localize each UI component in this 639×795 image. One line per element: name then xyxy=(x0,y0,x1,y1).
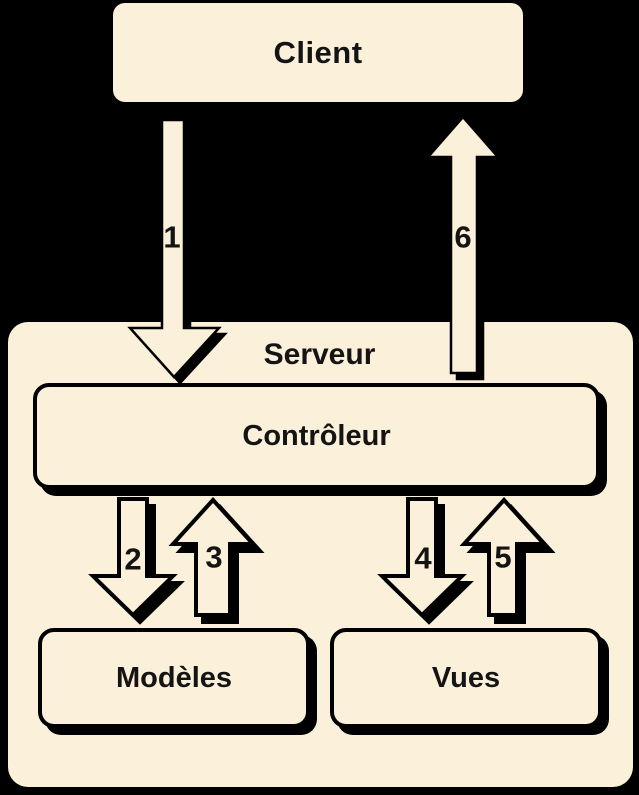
arrow-label-2: 2 xyxy=(124,541,142,577)
arrow-label-3: 3 xyxy=(205,539,223,575)
node-serveur-label: Serveur xyxy=(263,338,376,371)
arrow-label-5: 5 xyxy=(494,539,512,575)
arrow-label-1: 1 xyxy=(163,219,181,255)
node-modeles: Modèles xyxy=(38,628,310,728)
node-client: Client xyxy=(113,3,523,102)
node-controleur: Contrôleur xyxy=(33,383,600,489)
arrow-label-4: 4 xyxy=(414,540,432,576)
node-modeles-label: Modèles xyxy=(115,661,233,694)
arrow-label-6: 6 xyxy=(454,219,472,255)
node-client-label: Client xyxy=(273,34,363,70)
node-vues: Vues xyxy=(330,628,602,728)
node-vues-label: Vues xyxy=(431,661,501,694)
node-controleur-label: Contrôleur xyxy=(242,419,391,452)
